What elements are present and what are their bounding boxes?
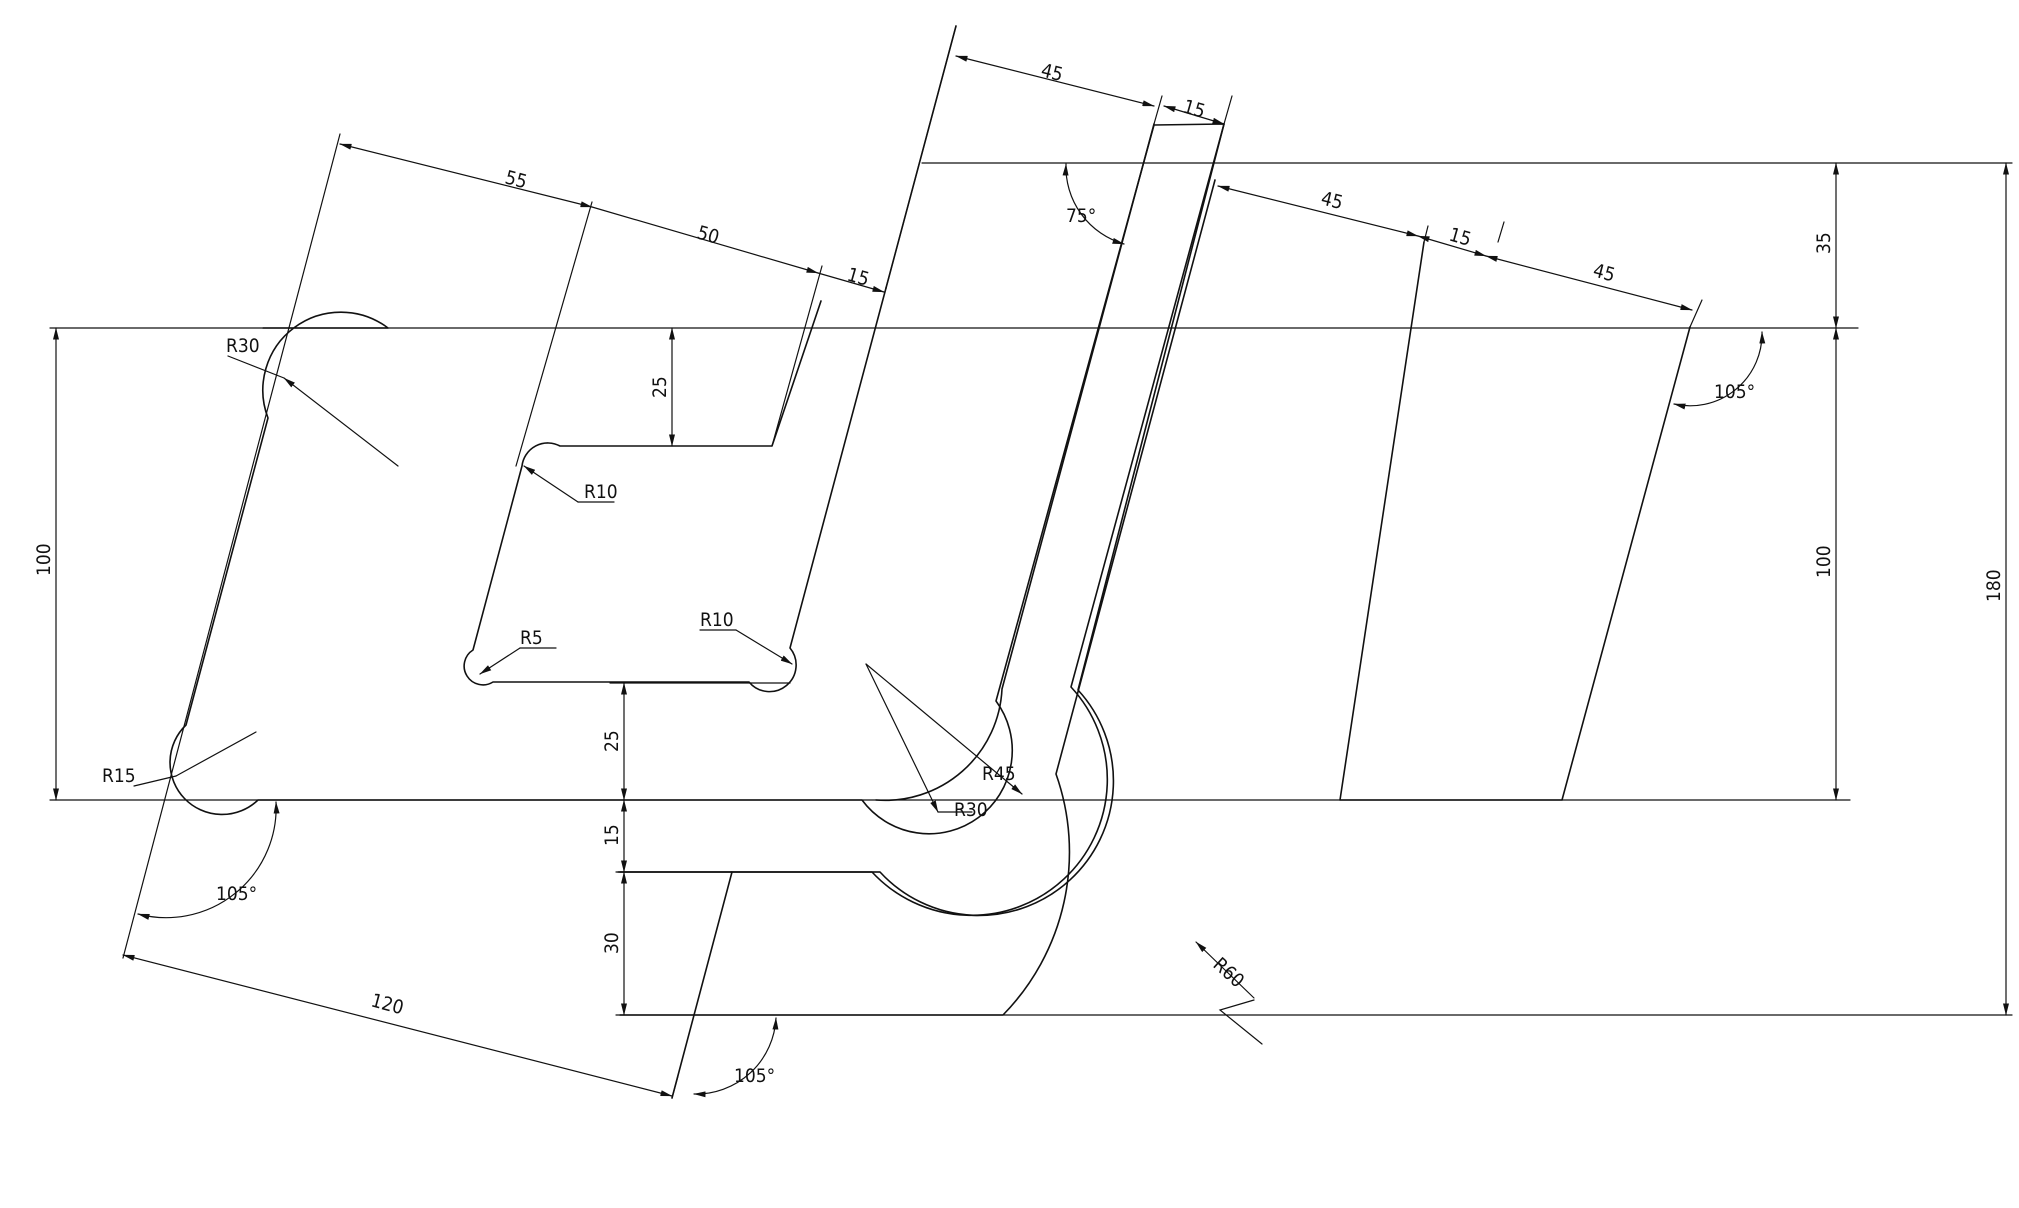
radius-leaders <box>133 355 1263 1045</box>
dim-45-top-label: 45 <box>1039 60 1065 87</box>
lower-diagonal-line <box>671 871 733 1099</box>
dim-25-bottom-label: 25 <box>601 730 623 752</box>
extension-lines <box>122 25 1703 1099</box>
inner-pocket-contour <box>463 287 887 693</box>
dim-45-right-label: 45 <box>1591 260 1618 287</box>
dim-25-top-label: 25 <box>649 376 671 398</box>
part-geometry <box>169 25 1691 1099</box>
dim-15-vertical-label: 15 <box>601 824 623 846</box>
dim-120-label: 120 <box>369 990 406 1020</box>
radius-r10-lower-label: R10 <box>700 609 734 631</box>
middle-band-contour <box>619 123 1225 917</box>
r60-arc <box>619 179 1216 1016</box>
reference-lines <box>49 162 2013 1016</box>
dim-100-left-label: 100 <box>33 543 55 576</box>
dim-55-label: 55 <box>503 167 530 194</box>
dim-100-right-label: 100 <box>1813 545 1835 578</box>
dim-50-label: 50 <box>695 222 722 249</box>
dim-35-label: 35 <box>1813 232 1835 254</box>
angle-105-right-label: 105° <box>1714 381 1755 403</box>
dim-15-top-label: 15 <box>1181 96 1208 123</box>
dimension-labels: 55 50 15 45 15 45 15 45 35 100 180 100 2… <box>33 60 2005 1087</box>
dimension-lines <box>53 55 2009 1097</box>
radius-r30-bottom-label: R30 <box>954 799 988 821</box>
radius-r10-upper-label: R10 <box>584 481 618 503</box>
dim-15-mid-label: 15 <box>1447 224 1474 251</box>
radius-r5-label: R5 <box>520 627 543 649</box>
radius-r30-top-label: R30 <box>226 335 260 357</box>
dim-30-label: 30 <box>601 932 623 954</box>
radius-r45-label: R45 <box>982 763 1016 785</box>
dim-45-mid-label: 45 <box>1319 188 1345 215</box>
angle-105-bottom-label: 105° <box>734 1065 775 1087</box>
angle-105-left-label: 105° <box>216 883 257 905</box>
dim-180-label: 180 <box>1983 569 2005 602</box>
angle-75-label: 75° <box>1066 205 1096 227</box>
angle-arcs <box>137 163 1766 1098</box>
right-parallelogram <box>1339 241 1691 801</box>
radius-r15-label: R15 <box>102 765 136 787</box>
